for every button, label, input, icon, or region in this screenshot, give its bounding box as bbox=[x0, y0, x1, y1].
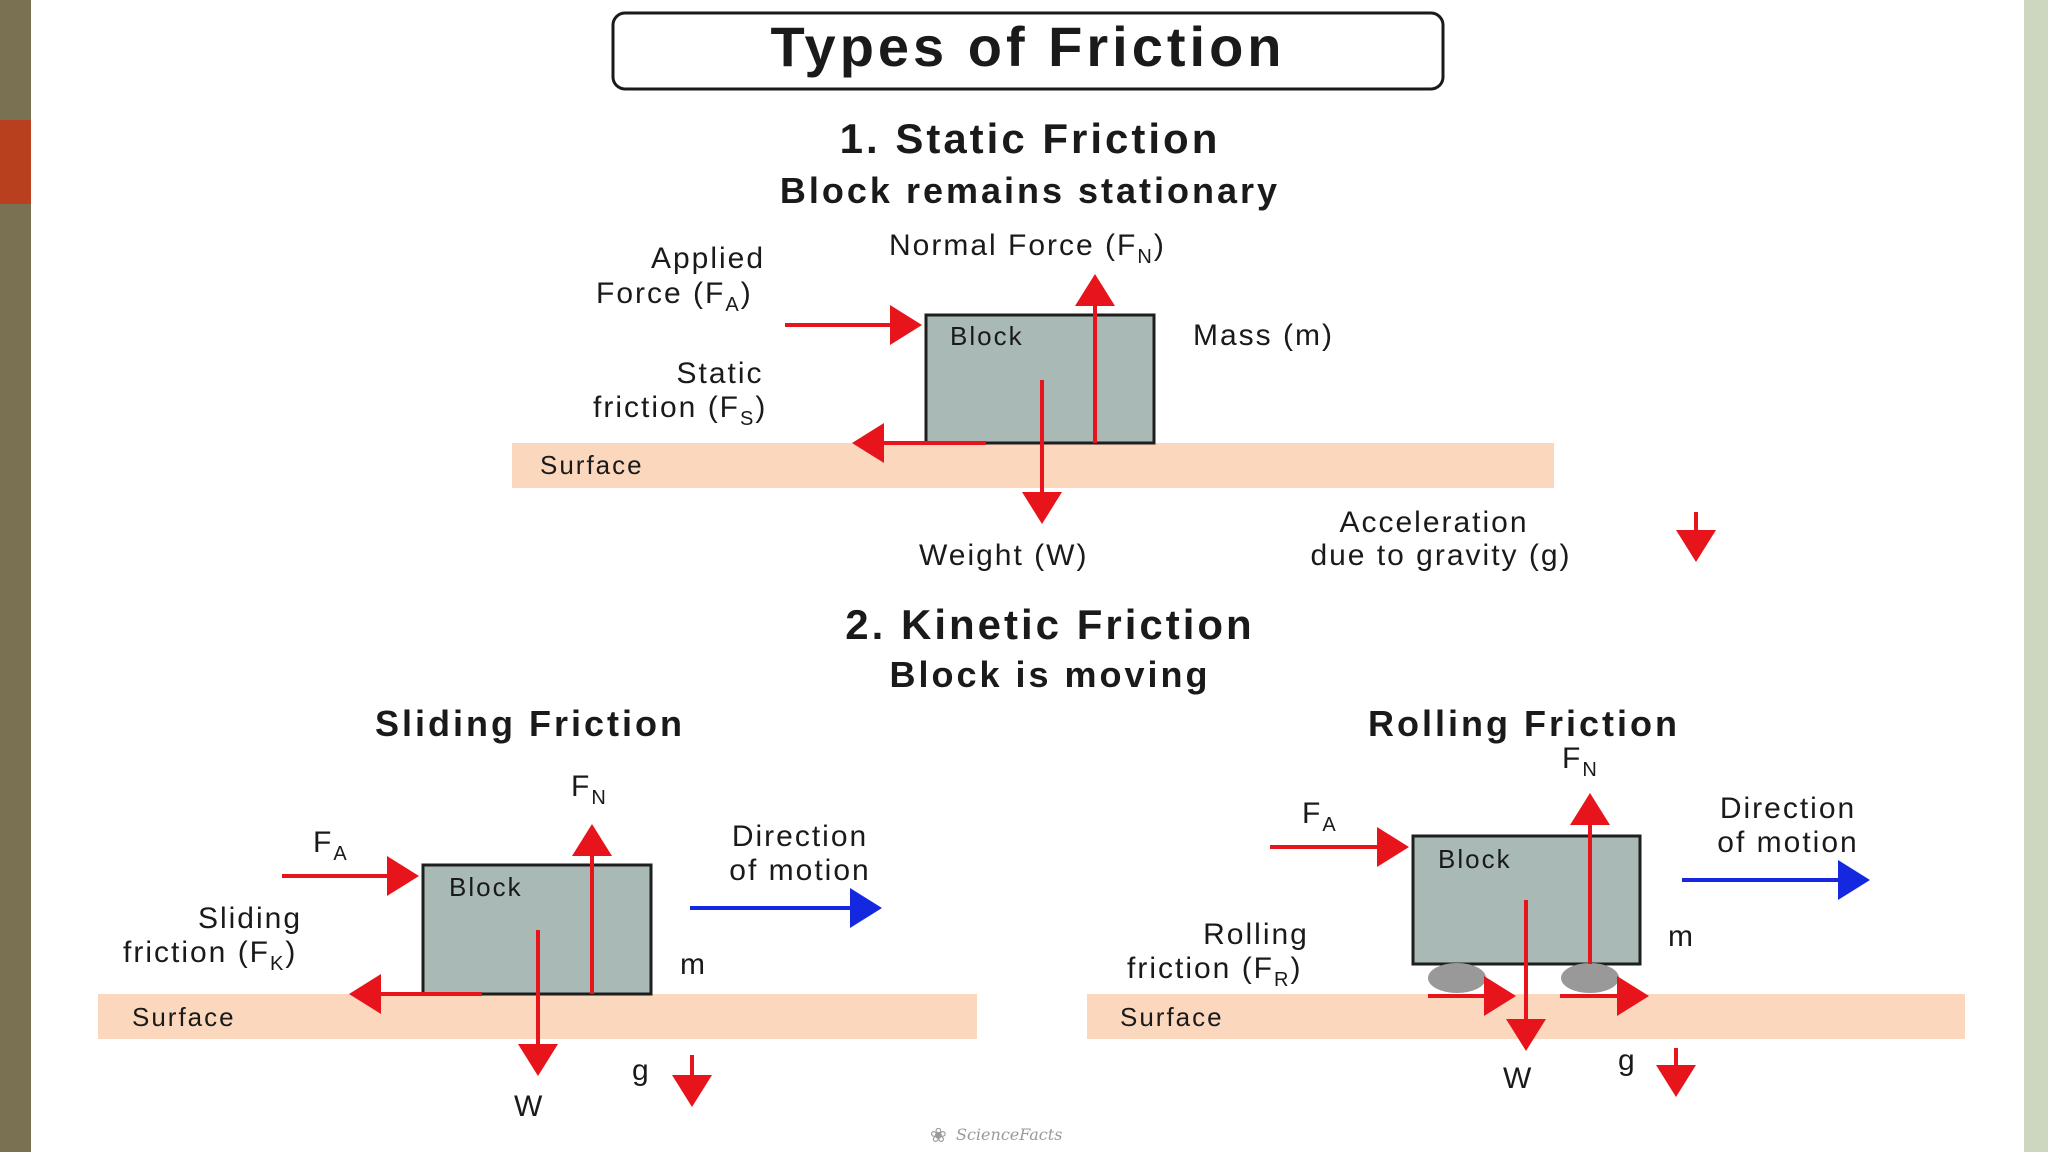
watermark-logo-icon: ❀ bbox=[930, 1123, 947, 1147]
right-band bbox=[2024, 0, 2048, 1152]
sliding-gravity-label: g bbox=[632, 1054, 649, 1087]
static-surface bbox=[512, 443, 1554, 488]
static-surface-label: Surface bbox=[540, 450, 644, 480]
title: Types of Friction bbox=[771, 15, 1286, 78]
static-normal-force-label: Normal Force (FN) bbox=[889, 229, 1166, 268]
static-block-label: Block bbox=[950, 321, 1024, 351]
left-accent bbox=[0, 120, 31, 204]
sliding-block-label: Block bbox=[449, 872, 523, 902]
sliding-surface-label: Surface bbox=[132, 1002, 236, 1032]
rolling-fn-label: FN bbox=[1562, 742, 1599, 781]
sliding-fa-label: FA bbox=[313, 826, 349, 865]
static-heading: 1. Static Friction bbox=[840, 115, 1221, 162]
sliding-weight-label: W bbox=[514, 1090, 543, 1123]
static-applied-force-label-1: Applied bbox=[651, 242, 765, 275]
static-friction-label-2: friction (FS) bbox=[593, 391, 767, 430]
sliding-direction-label-1: Direction bbox=[732, 820, 868, 853]
sliding-heading: Sliding Friction bbox=[375, 703, 685, 744]
static-mass-label: Mass (m) bbox=[1193, 319, 1334, 352]
rolling-surface-label: Surface bbox=[1120, 1002, 1224, 1032]
rolling-friction-label-1: Rolling bbox=[1203, 918, 1309, 951]
static-accel-label-1: Acceleration bbox=[1339, 506, 1528, 539]
rolling-direction-label-2: of motion bbox=[1717, 826, 1858, 859]
kinetic-heading: 2. Kinetic Friction bbox=[845, 601, 1254, 648]
static-accel-label-2: due to gravity (g) bbox=[1310, 539, 1571, 572]
static-friction-label-1: Static bbox=[676, 357, 763, 390]
rolling-gravity-label: g bbox=[1618, 1044, 1635, 1077]
rolling-friction-label-2: friction (FR) bbox=[1127, 952, 1302, 991]
rolling-wheel-right bbox=[1561, 963, 1619, 993]
static-applied-force-label-2: Force (FA) bbox=[596, 277, 753, 316]
static-weight-label: Weight (W) bbox=[919, 539, 1088, 572]
watermark: ScienceFacts bbox=[956, 1125, 1062, 1144]
rolling-direction-label-1: Direction bbox=[1720, 792, 1856, 825]
sliding-fn-label: FN bbox=[571, 770, 608, 809]
sliding-friction-label-2: friction (FK) bbox=[123, 936, 297, 975]
rolling-heading: Rolling Friction bbox=[1368, 703, 1680, 744]
static-subheading: Block remains stationary bbox=[780, 170, 1280, 211]
rolling-wheel-left bbox=[1428, 963, 1486, 993]
rolling-block-label: Block bbox=[1438, 844, 1512, 874]
sliding-friction-label-1: Sliding bbox=[198, 902, 302, 935]
sliding-direction-label-2: of motion bbox=[729, 854, 870, 887]
rolling-mass-label: m bbox=[1668, 920, 1693, 953]
sliding-mass-label: m bbox=[680, 948, 705, 981]
title-box bbox=[611, 11, 1445, 91]
rolling-fa-label: FA bbox=[1302, 797, 1338, 836]
rolling-weight-label: W bbox=[1503, 1062, 1532, 1095]
kinetic-subheading: Block is moving bbox=[889, 654, 1210, 695]
